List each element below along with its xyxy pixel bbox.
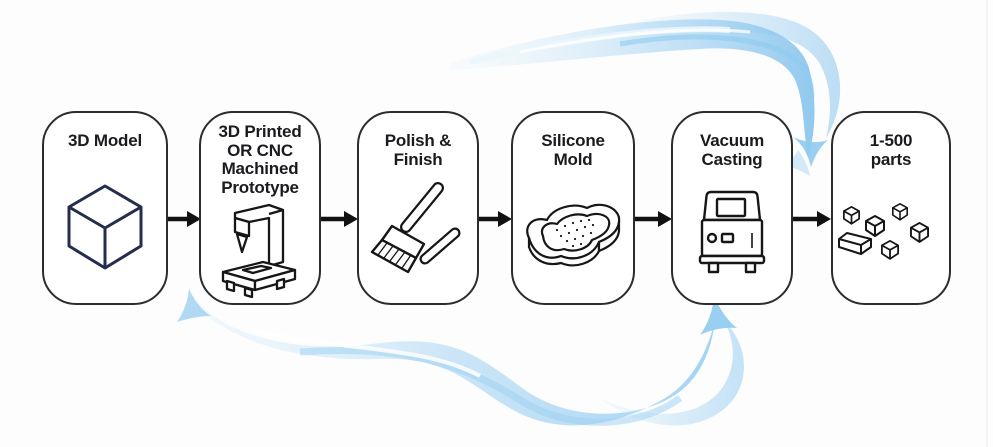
mini-cube (881, 240, 900, 260)
flow-arrow (166, 211, 201, 227)
mini-cube (865, 215, 885, 237)
step-box-parts-output: 1-500 parts (831, 111, 951, 305)
step-box-silicone-mold: Silicone Mold (511, 111, 635, 305)
swirl-bottom-decoration (177, 289, 744, 426)
step-title: 3D Printed OR CNC Machined Prototype (218, 122, 302, 197)
step-box-polish-finish: Polish & Finish (357, 111, 479, 305)
mini-box (838, 232, 872, 255)
step-title: 3D Model (68, 131, 142, 150)
step-box-3d-model: 3D Model (42, 111, 168, 305)
step-box-vacuum-casting: Vacuum Casting (671, 111, 793, 305)
cube-icon (67, 184, 143, 270)
flow-arrow (633, 211, 672, 227)
step-title: Polish & Finish (384, 131, 452, 169)
step-box-prototype: 3D Printed OR CNC Machined Prototype (199, 111, 321, 305)
mini-cube (843, 206, 861, 225)
silicone-mold-icon (526, 203, 621, 267)
screen-edge-line (986, 0, 988, 447)
vacuum-casting-machine-icon (698, 190, 766, 274)
parts-cubes-icon (838, 203, 930, 260)
brush-icon (370, 182, 461, 274)
mini-cube (892, 203, 909, 221)
step-title: Vacuum Casting (700, 131, 764, 169)
flow-arrow (791, 211, 831, 227)
step-title: 1-500 parts (869, 131, 913, 169)
flow-arrow (319, 211, 358, 227)
step-title: Silicone Mold (541, 131, 605, 169)
cnc-machine-icon (221, 203, 297, 299)
flow-arrow (477, 211, 512, 227)
mini-cube (910, 222, 930, 243)
